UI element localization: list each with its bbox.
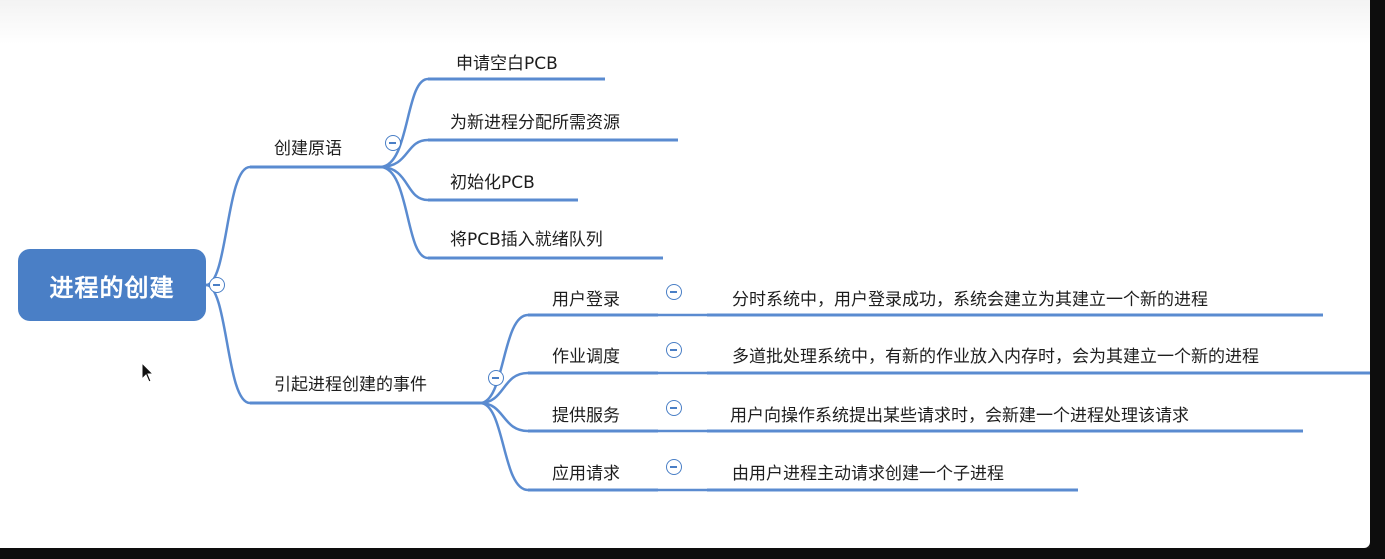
- link-b2-c4: [478, 401, 530, 492]
- event-detail-user-login[interactable]: 分时系统中，用户登录成功，系统会建立为其建立一个新的进程: [732, 290, 1208, 310]
- event-detail-provide-service[interactable]: 用户向操作系统提出某些请求时，会新建一个进程处理该请求: [730, 406, 1189, 426]
- branch-node-trigger-events[interactable]: 引起进程创建的事件: [274, 375, 427, 395]
- mouse-cursor-icon: [141, 362, 155, 383]
- event-node-job-scheduling[interactable]: 作业调度: [552, 347, 620, 367]
- branch-node-create-primitive[interactable]: 创建原语: [274, 139, 342, 159]
- leaf-node-2[interactable]: 为新进程分配所需资源: [450, 113, 620, 133]
- minus-circle-icon[interactable]: [666, 400, 682, 416]
- window-top-bar: [0, 0, 1370, 44]
- event-detail-job-scheduling[interactable]: 多道批处理系统中，有新的作业放入内存时，会为其建立一个新的进程: [732, 347, 1259, 367]
- minus-circle-icon[interactable]: [666, 459, 682, 475]
- link-root-branch-2: [204, 283, 252, 405]
- link-b2-c2: [478, 371, 530, 405]
- screen-border-right: [1370, 0, 1385, 559]
- root-node[interactable]: 进程的创建: [18, 249, 206, 321]
- event-detail-application-request[interactable]: 由用户进程主动请求创建一个子进程: [732, 464, 1004, 484]
- link-b2-c1: [478, 313, 530, 405]
- leaf-node-3[interactable]: 初始化PCB: [450, 173, 535, 193]
- link-b1-c2: [378, 138, 430, 169]
- link-b1-c1: [378, 77, 430, 169]
- minus-circle-icon[interactable]: [488, 370, 504, 386]
- leaf-node-4[interactable]: 将PCB插入就绪队列: [450, 230, 603, 250]
- minus-circle-icon[interactable]: [666, 342, 682, 358]
- minus-circle-icon[interactable]: [666, 284, 682, 300]
- leaf-node-1[interactable]: 申请空白PCB: [456, 54, 558, 74]
- connector-lines: [204, 77, 1370, 492]
- link-b1-c3: [378, 165, 430, 202]
- link-root-branch-1: [204, 165, 252, 287]
- event-node-user-login[interactable]: 用户登录: [552, 290, 620, 310]
- event-node-provide-service[interactable]: 提供服务: [552, 406, 620, 426]
- event-node-application-request[interactable]: 应用请求: [552, 464, 620, 484]
- link-b1-c4: [378, 165, 430, 260]
- mindmap-canvas: 进程的创建 创建原语 申请空白PCB 为新进程分配所需资源 初始化PCB 将PC…: [0, 0, 1370, 548]
- minus-circle-icon[interactable]: [209, 277, 225, 293]
- minus-circle-icon[interactable]: [385, 135, 401, 151]
- screen-border-bottom: [0, 548, 1385, 559]
